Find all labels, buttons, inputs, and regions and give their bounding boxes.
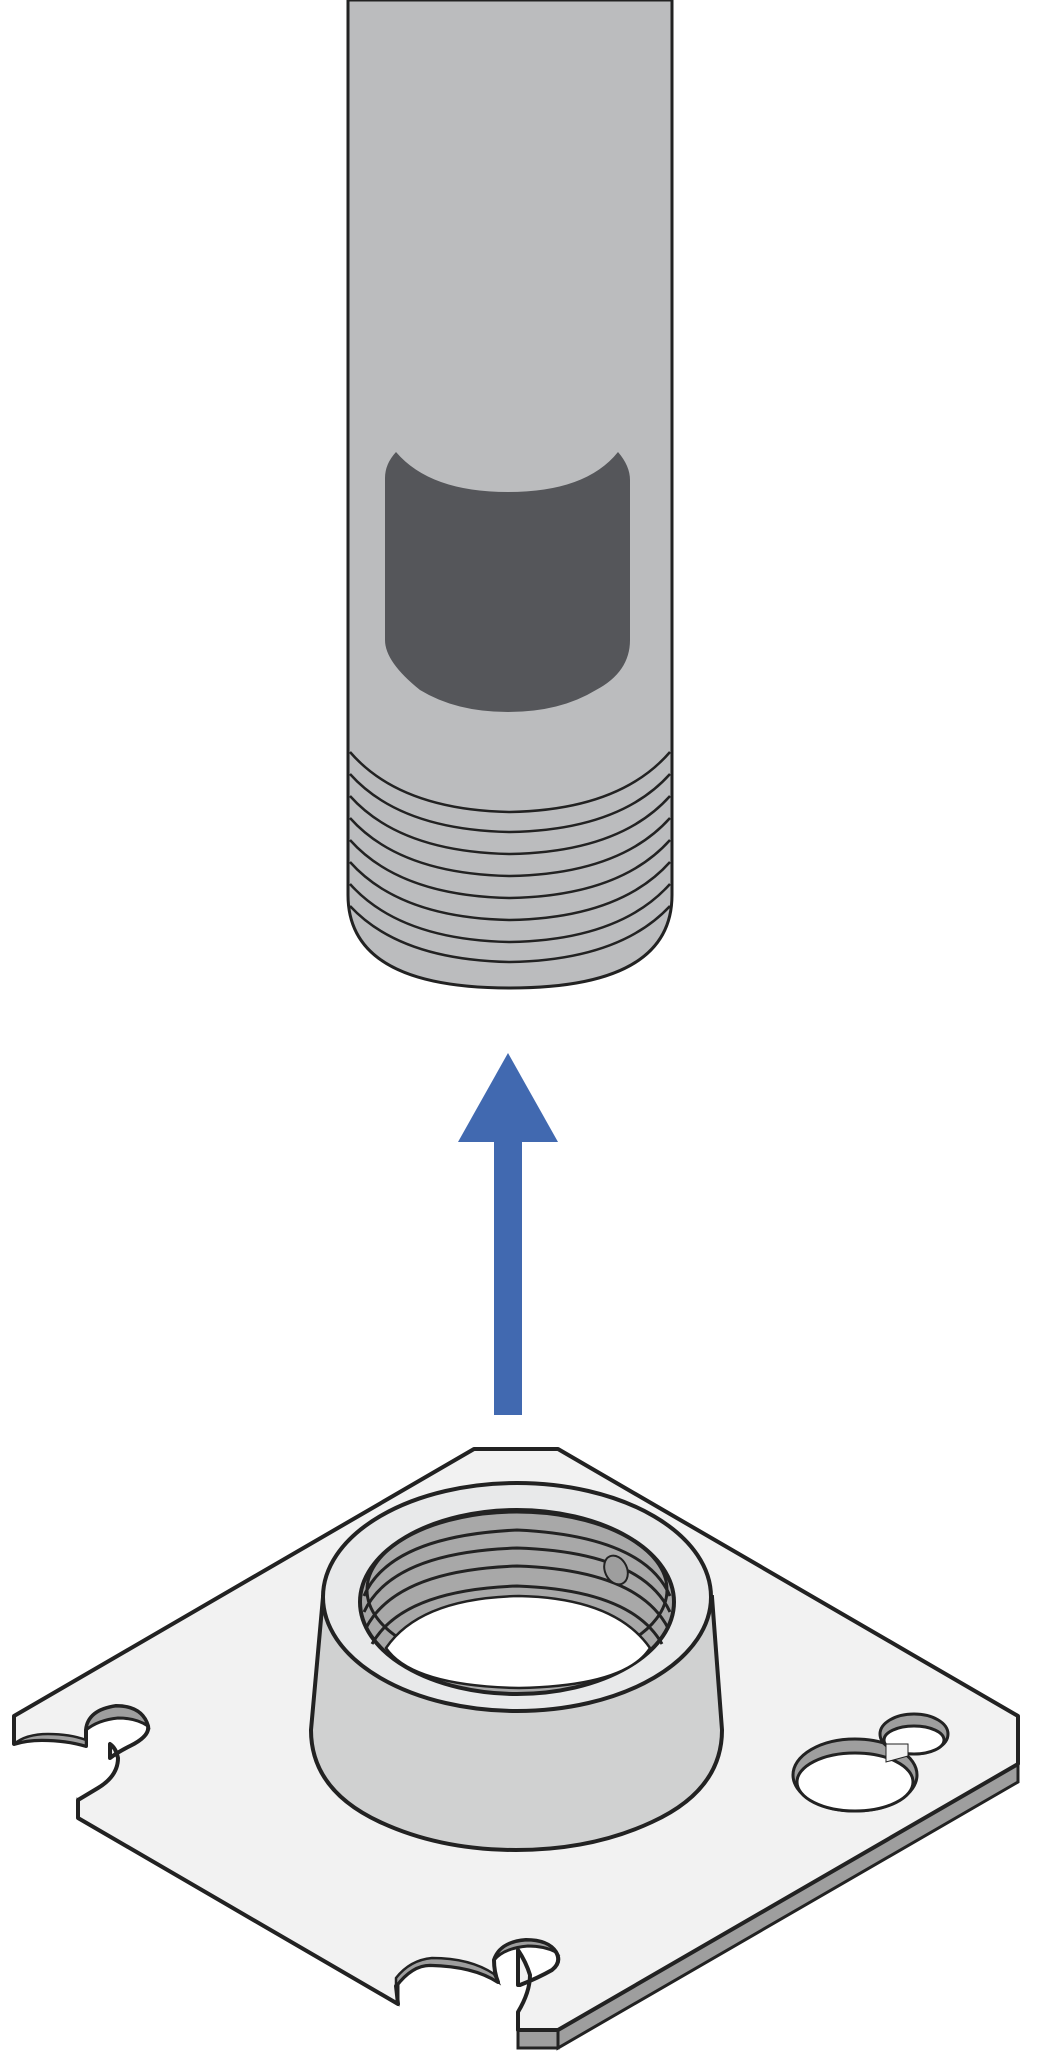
- pipe-window: [385, 452, 630, 712]
- flange-keyhole-right: [791, 1712, 950, 1813]
- arrow-shaft: [494, 1140, 522, 1415]
- flange-notch-left: [13, 1732, 88, 1748]
- flange-hole-right: [795, 1751, 915, 1813]
- arrow-up-icon: [458, 1053, 558, 1415]
- set-screw: [603, 1554, 629, 1586]
- pipe-threads: [349, 751, 671, 964]
- threaded-pipe: [346, 0, 674, 990]
- flange-slot-bottom: [492, 1938, 561, 1962]
- flange-bore-hole: [384, 1594, 652, 1690]
- floor-flange: [12, 1447, 1020, 2051]
- flange-slot-left: [84, 1704, 151, 1734]
- arrow-head: [458, 1053, 558, 1142]
- flange-notch-bottom: [394, 1956, 502, 1990]
